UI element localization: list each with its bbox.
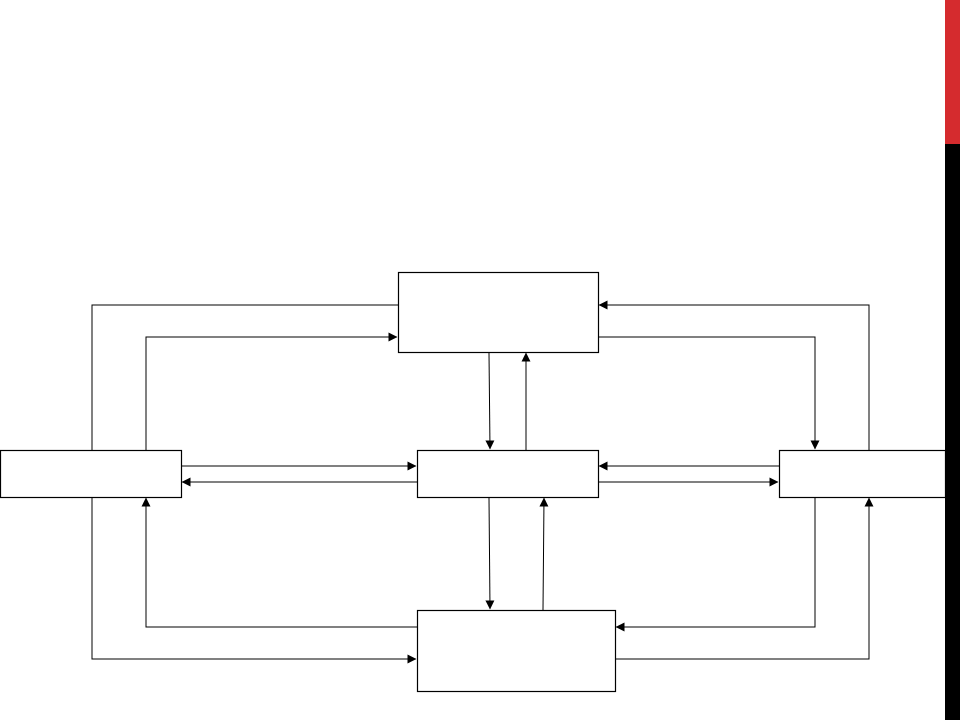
node-right — [778, 449, 945, 499]
arrow-center-to-bottom — [485, 497, 495, 610]
node-left — [0, 449, 183, 499]
accent-bar-red — [945, 0, 960, 144]
node-top — [397, 271, 600, 354]
arrow-left-to-bottom — [91, 498, 417, 664]
arrow-bottom-to-right — [615, 497, 874, 660]
node-box-center — [416, 449, 600, 499]
arrow-top-to-right — [598, 336, 820, 450]
nodes — [0, 271, 945, 693]
node-box-right — [778, 449, 945, 499]
arrow-right-to-top — [598, 300, 870, 450]
arrow-top-to-center — [485, 352, 495, 450]
arrow-left-to-top — [145, 332, 398, 450]
arrow-top-to-left — [87, 304, 398, 466]
node-box-bottom — [416, 609, 617, 693]
node-center — [416, 449, 600, 499]
arrow-right-to-bottom — [615, 498, 816, 632]
node-bottom — [416, 609, 617, 693]
node-box-left — [0, 449, 183, 499]
arrow-bottom-to-center — [539, 497, 549, 611]
node-box-top — [397, 271, 600, 354]
connectors — [87, 300, 874, 664]
accent-bar-black — [945, 144, 960, 720]
arrow-bottom-to-left — [141, 497, 417, 628]
